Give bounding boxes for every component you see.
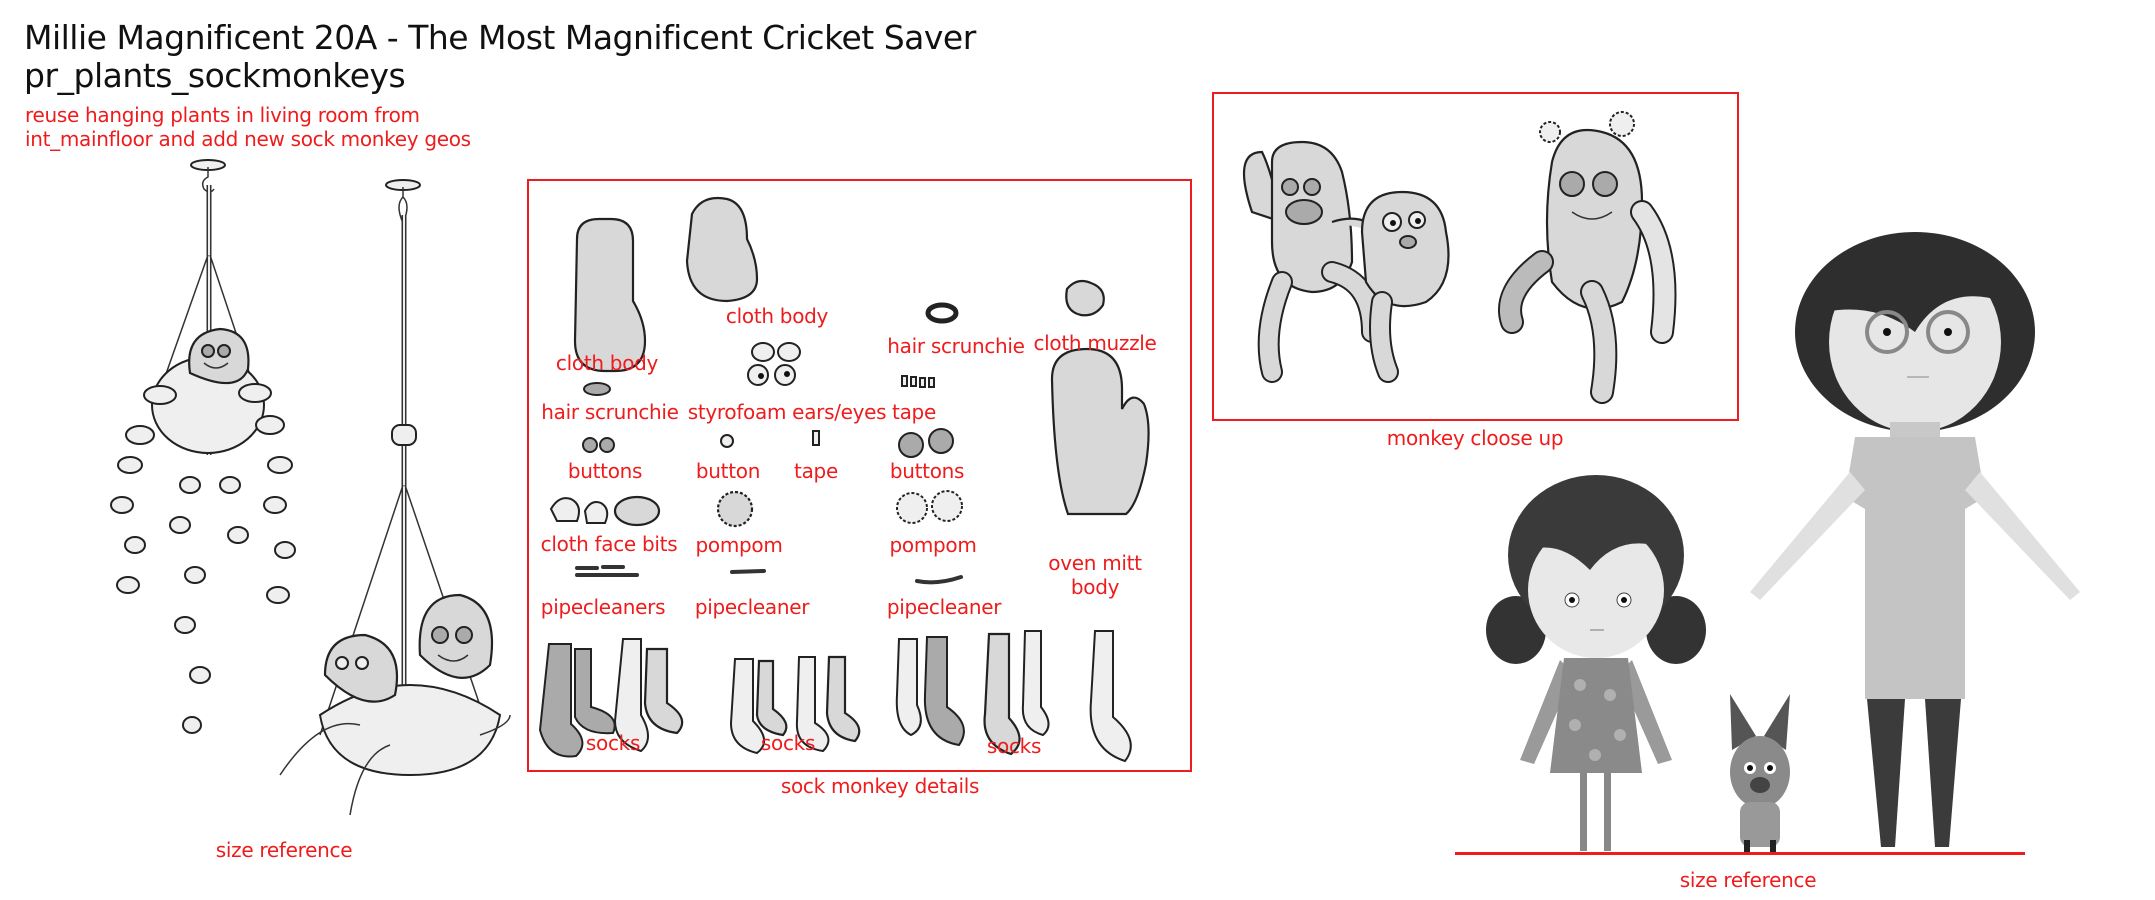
hair-scrunchie-ring-icon	[925, 302, 959, 324]
characters-size-reference-caption: size reference	[1679, 868, 1817, 892]
page-title: Millie Magnificent 20A - The Most Magnif…	[24, 18, 976, 57]
oven-mitt-icon	[1050, 347, 1150, 516]
left-size-reference-caption: size reference	[215, 838, 353, 862]
label-cloth-muzzle: cloth muzzle	[1033, 331, 1157, 355]
buttons-1-icon	[582, 437, 615, 453]
label-pompom-1: pompom	[695, 533, 783, 557]
asset-name: pr_plants_sockmonkeys	[24, 56, 406, 95]
label-hair-scrunchie-1: hair scrunchie	[541, 400, 679, 424]
pipecleaner-2-icon	[915, 575, 963, 585]
detail-parts-illustrations	[538, 196, 1150, 763]
cloth-body-2-icon	[685, 196, 759, 303]
pompom-2-icon	[896, 490, 963, 524]
label-socks-3: socks	[986, 734, 1042, 758]
label-pompom-2: pompom	[889, 533, 977, 557]
monkey-closeup-illustration	[1242, 111, 1677, 404]
label-tape-2: tape	[794, 459, 838, 483]
cloth-face-bits-icon	[549, 495, 661, 527]
label-cloth-body-1: cloth body	[555, 351, 659, 375]
socks-1-icon	[538, 638, 684, 758]
label-tape-1: tape	[892, 400, 936, 424]
pompom-1-icon	[716, 490, 754, 528]
tape-strips-icon	[901, 375, 935, 388]
note-line-1: reuse hanging plants in living room from	[25, 103, 420, 127]
sock-monkey-2	[1360, 190, 1450, 383]
woman-character-render	[1750, 232, 2080, 847]
label-cloth-face-bits: cloth face bits	[540, 532, 678, 556]
label-pipecleaner-2: pipecleaner	[886, 595, 1002, 619]
label-buttons-1: buttons	[567, 459, 643, 483]
socks-3-icon	[895, 630, 1132, 763]
label-socks-1: socks	[585, 731, 641, 755]
label-pipecleaners: pipecleaners	[540, 595, 666, 619]
size-reference-ground-line	[1455, 852, 2025, 855]
label-socks-2: socks	[760, 731, 816, 755]
cloth-body-1-icon	[573, 217, 647, 373]
label-hair-scrunchie-2: hair scrunchie	[887, 334, 1025, 358]
pipecleaner-1-icon	[730, 569, 766, 574]
monkey-closeup-caption: monkey cloose up	[1386, 426, 1564, 450]
monkey-closeup-panel	[1212, 92, 1739, 421]
label-oven-mitt-line2: body	[1070, 575, 1120, 599]
sock-monkey-details-caption: sock monkey details	[780, 774, 980, 798]
socks-2-icon	[729, 655, 861, 755]
label-oven-mitt-line1: oven mitt	[1048, 551, 1142, 575]
sock-monkey-details-panel	[527, 179, 1192, 772]
girl-character-render	[1486, 475, 1706, 851]
tape-icon	[812, 430, 820, 446]
label-pipecleaner-1: pipecleaner	[694, 595, 810, 619]
sock-monkey-3	[1498, 111, 1677, 404]
button-icon	[720, 434, 734, 448]
label-button: button	[695, 459, 761, 483]
note-line-2: int_mainfloor and add new sock monkey ge…	[25, 127, 471, 151]
label-styrofoam-ears-eyes: styrofoam ears/eyes	[687, 400, 887, 424]
sock-monkey-1	[1242, 140, 1383, 383]
hanging-plant-right-illustration	[279, 179, 511, 816]
label-cloth-body-2: cloth body	[725, 304, 829, 328]
dog-character-render	[1730, 694, 1790, 854]
pipecleaners-icon	[575, 565, 639, 577]
label-buttons-2: buttons	[889, 459, 965, 483]
hanging-plant-left-illustration	[110, 159, 296, 734]
cloth-muzzle-icon	[1065, 279, 1105, 317]
styrofoam-ears-eyes-icon	[747, 342, 801, 386]
hair-scrunchie-fuzzy-icon	[583, 382, 611, 396]
buttons-2-icon	[898, 428, 954, 458]
